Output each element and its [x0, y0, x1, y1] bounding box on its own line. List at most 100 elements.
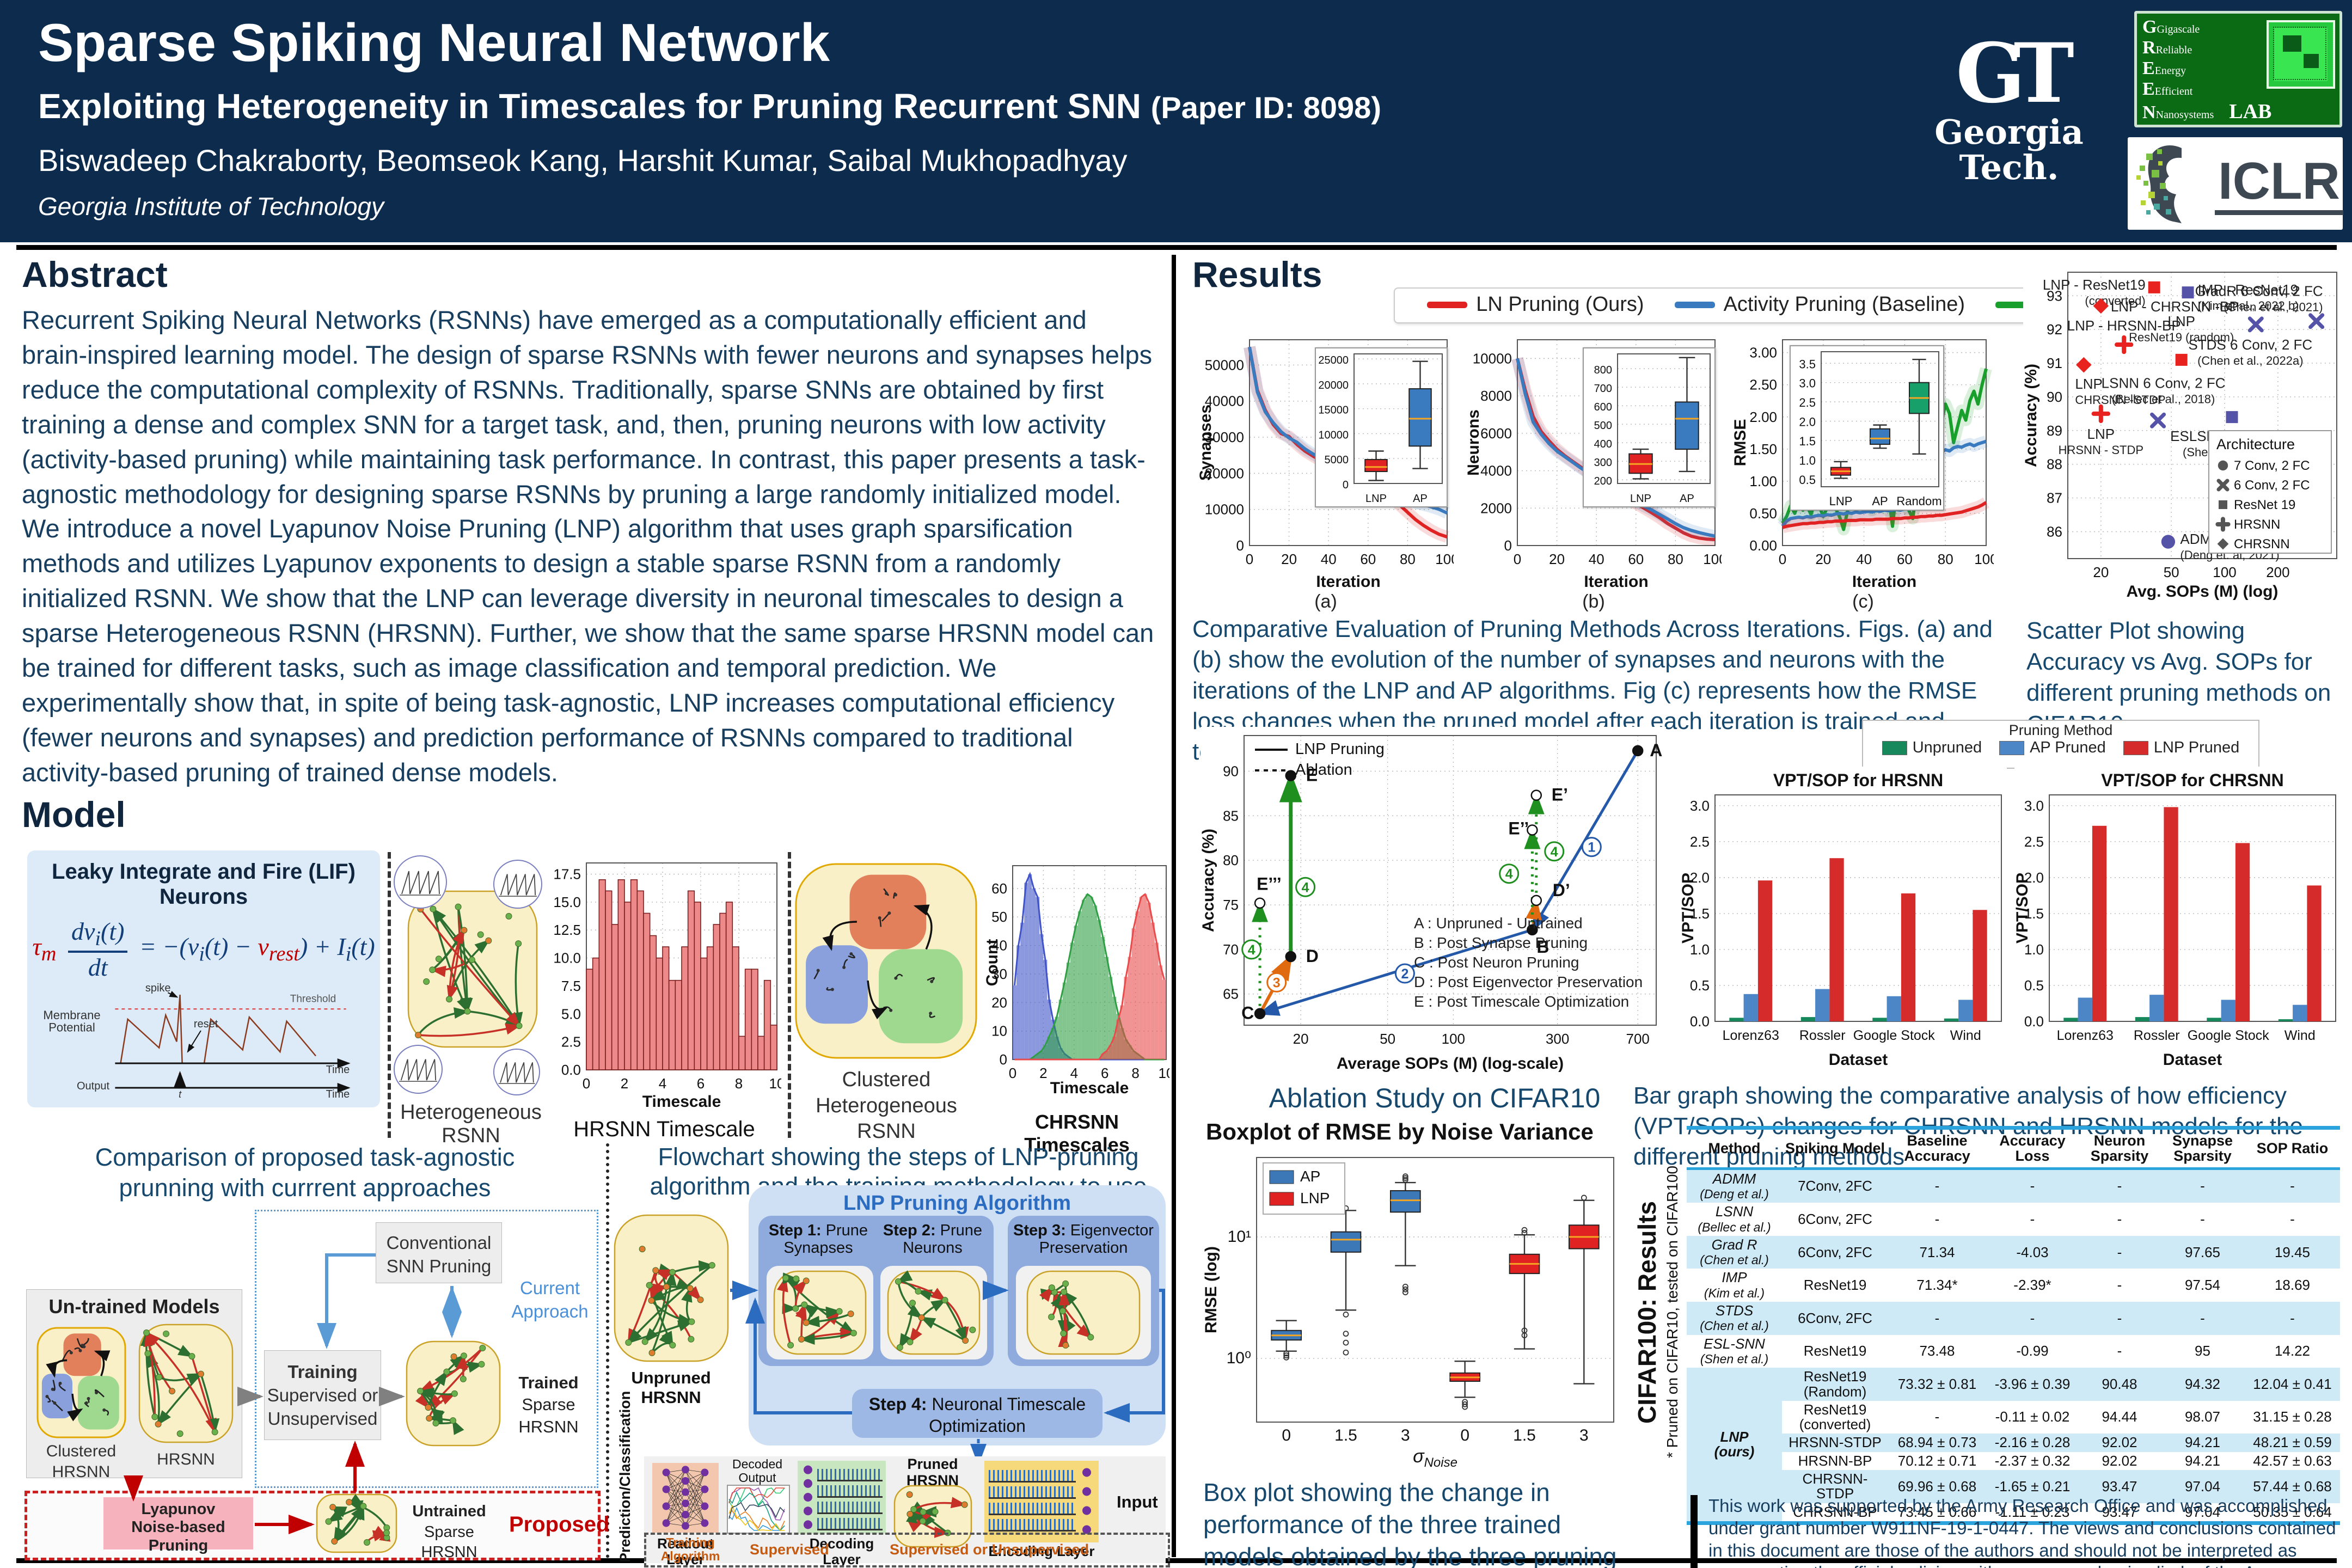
model-divider-2 — [788, 852, 791, 1138]
lif-equation: τm dvi(t)dt = −(vi(t) − vrest) + Ii(t) — [32, 917, 375, 982]
readout-layer-label: Readout Layer — [657, 1535, 714, 1567]
chrsnn-timescales-histogram: 01020304050600246810TimescaleCount — [983, 860, 1174, 1100]
green-line-1: GGigascale — [2142, 17, 2200, 37]
model-divider-3 — [606, 1143, 609, 1558]
mini-hrsnn-label: HRSNN — [157, 1450, 215, 1468]
bar-legend-item: Unpruned — [1882, 739, 1982, 757]
svg-text:40: 40 — [991, 938, 1007, 954]
svg-text:4: 4 — [659, 1075, 666, 1092]
comparison-arrows — [124, 1253, 462, 1534]
legend-item: LN Pruning (Ours) — [1427, 293, 1644, 316]
svg-text:Rossler: Rossler — [1799, 1028, 1846, 1043]
svg-text:Dataset: Dataset — [1829, 1051, 1888, 1069]
svg-text:VPT/SOP: VPT/SOP — [1680, 873, 1697, 944]
conventional-line-1: Conventional — [386, 1233, 492, 1253]
svg-text:300: 300 — [1594, 457, 1612, 469]
svg-text:Count: Count — [984, 939, 1001, 987]
svg-text:Timescale: Timescale — [1050, 1079, 1129, 1097]
svg-text:AP: AP — [1872, 494, 1888, 508]
svg-text:Google Stock: Google Stock — [1853, 1028, 1935, 1043]
table-side-note: * Pruned on CIFAR10, tested on CIFAR100 — [1664, 1166, 1681, 1459]
svg-text:LNP: LNP — [1365, 493, 1387, 505]
svg-text:A : Unpruned - Untrained: A : Unpruned - Untrained — [1414, 915, 1583, 932]
svg-text:8: 8 — [735, 1075, 743, 1092]
untrained-rest: Sparse HRSNN — [421, 1523, 477, 1561]
paper-id: (Paper ID: 8098) — [1150, 90, 1381, 125]
step2-label: Step 2: Prune Neurons — [883, 1222, 983, 1257]
step3-blob — [1026, 1270, 1141, 1355]
trained-bold: Trained — [518, 1373, 579, 1392]
header-banner: Sparse Spiking Neural Network Exploiting… — [0, 0, 2352, 242]
svg-text:1.5: 1.5 — [1513, 1426, 1536, 1444]
clustered-label-2: Heterogeneous RSNN — [816, 1094, 957, 1143]
spike-row — [989, 1519, 1076, 1532]
clustered-label-1: Clustered — [842, 1068, 931, 1091]
sub-b: (b) — [1582, 591, 1605, 612]
svg-text:6 Conv, 2 FC: 6 Conv, 2 FC — [2234, 478, 2310, 493]
pruned-hrsnn-blob — [893, 1485, 972, 1548]
training-bold: Training — [287, 1362, 358, 1382]
mini-cluster-label-2: HRSNN — [52, 1462, 111, 1481]
svg-text:93: 93 — [2047, 287, 2062, 304]
svg-text:10.0: 10.0 — [553, 950, 581, 966]
svg-text:0: 0 — [583, 1075, 590, 1092]
step1-blob — [773, 1270, 867, 1355]
svg-text:Wind: Wind — [2284, 1028, 2316, 1043]
unpruned-hrsnn-label: Unpruned HRSNN — [631, 1368, 711, 1407]
svg-text:3.0: 3.0 — [1799, 377, 1816, 390]
svg-text:1.00: 1.00 — [1749, 473, 1777, 489]
svg-text:ResNet 19: ResNet 19 — [2234, 498, 2295, 512]
iclr-logo: ICLR — [2128, 137, 2343, 230]
conventional-line-2: SNN Pruning — [386, 1255, 492, 1276]
svg-text:B: B — [1536, 937, 1549, 957]
svg-text:60: 60 — [1628, 551, 1644, 567]
current-label-1: Current — [519, 1278, 580, 1298]
table-row: LNP(ours)ResNet19(Random)73.32 ± 0.81-3.… — [1687, 1368, 2340, 1523]
svg-text:3.5: 3.5 — [1799, 357, 1816, 371]
iclr-text: ICLR — [2215, 152, 2343, 215]
svg-text:20: 20 — [1293, 1031, 1309, 1047]
svg-text:40: 40 — [1321, 551, 1337, 567]
legend-item: Activity Pruning (Baseline) — [1674, 293, 1965, 316]
svg-text:LNP: LNP — [2075, 376, 2103, 392]
svg-text:20000: 20000 — [1318, 379, 1349, 391]
svg-text:VPT/SOP for CHRSNN: VPT/SOP for CHRSNN — [2101, 770, 2283, 790]
svg-text:Dataset: Dataset — [2163, 1051, 2222, 1069]
iclr-head-icon — [2136, 145, 2182, 223]
svg-text:t: t — [179, 1089, 182, 1100]
svg-text:20: 20 — [1549, 551, 1565, 567]
lif-title: Leaky Integrate and Fire (LIF) Neurons — [27, 850, 380, 909]
svg-text:60: 60 — [991, 880, 1007, 897]
svg-text:0.5: 0.5 — [2024, 977, 2044, 994]
svg-text:2.5: 2.5 — [2024, 834, 2044, 850]
encode-spikes — [989, 1466, 1076, 1535]
clustered-rsnn-label: Clustered Heterogeneous RSNN — [788, 1067, 984, 1145]
svg-text:40: 40 — [1589, 551, 1604, 567]
svg-text:10⁰: 10⁰ — [1227, 1349, 1251, 1367]
model-heading: Model — [22, 794, 126, 835]
model-divider-1 — [388, 852, 391, 1138]
svg-text:0: 0 — [1282, 1426, 1291, 1444]
boxplot-title: Boxplot of RMSE by Noise Variance — [1206, 1119, 1594, 1144]
svg-text:1.5: 1.5 — [2024, 905, 2044, 922]
svg-text:Lorenz63: Lorenz63 — [2057, 1028, 2114, 1043]
step1-label: Step 1: Prune Synapses — [768, 1222, 868, 1257]
svg-text:85: 85 — [1223, 807, 1239, 824]
comparison-caption: Comparison of proposed task-agnostic pru… — [95, 1143, 515, 1202]
svg-text:2.0: 2.0 — [2024, 869, 2044, 886]
svg-text:LNP Pruning: LNP Pruning — [1295, 740, 1385, 758]
header-rule — [16, 245, 2337, 250]
bar-legend-title: Pruning Method — [2008, 722, 2113, 738]
readout-network — [653, 1464, 718, 1532]
svg-text:D : Post Eigenvector Preservat: D : Post Eigenvector Preservation — [1414, 973, 1643, 990]
svg-text:80: 80 — [1223, 852, 1239, 868]
chip-core-2 — [2304, 54, 2319, 68]
svg-text:2.5: 2.5 — [1799, 396, 1816, 409]
svg-text:IMP - ResNet19: IMP - ResNet19 — [2198, 281, 2298, 298]
